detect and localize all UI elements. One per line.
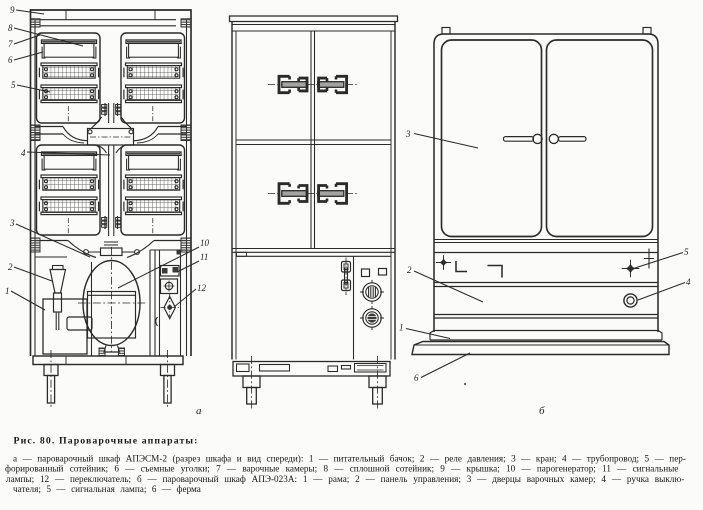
svg-text:6: 6 bbox=[414, 373, 419, 383]
svg-text:форированный сотейник; 6 — съе: форированный сотейник; 6 — съемные уголк… bbox=[5, 464, 678, 474]
svg-text:5: 5 bbox=[684, 247, 689, 257]
svg-text:8: 8 bbox=[8, 23, 13, 33]
svg-text:2: 2 bbox=[8, 262, 13, 272]
svg-text:5: 5 bbox=[11, 80, 16, 90]
svg-text:Рис. 80. Пароварочные аппараты: Рис. 80. Пароварочные аппараты: bbox=[14, 436, 199, 447]
svg-text:лампы; 12 — переключатель; б —: лампы; 12 — переключатель; б — паровароч… bbox=[6, 474, 684, 484]
svg-text:2: 2 bbox=[407, 265, 412, 275]
svg-text:12: 12 bbox=[197, 283, 207, 293]
svg-text:3: 3 bbox=[9, 218, 15, 228]
svg-text:6: 6 bbox=[8, 55, 13, 65]
svg-text:11: 11 bbox=[200, 252, 208, 262]
svg-text:а — пароварочный шкаф АПЭСМ-2: а — пароварочный шкаф АПЭСМ-2 (разрез шк… bbox=[13, 454, 686, 464]
svg-text:1: 1 bbox=[399, 323, 404, 333]
svg-text:3: 3 bbox=[405, 129, 411, 139]
svg-text:10: 10 bbox=[200, 238, 210, 248]
svg-text:9: 9 bbox=[10, 5, 15, 15]
svg-text:4: 4 bbox=[686, 277, 691, 287]
svg-text:7: 7 bbox=[8, 39, 13, 49]
svg-text:чателя; 5 — сигнальная лампа;: чателя; 5 — сигнальная лампа; 6 — ферма bbox=[13, 484, 201, 494]
svg-text:а: а bbox=[196, 405, 202, 417]
svg-text:4: 4 bbox=[21, 148, 26, 158]
svg-text:б: б bbox=[539, 405, 545, 417]
svg-text:1: 1 bbox=[5, 286, 10, 296]
